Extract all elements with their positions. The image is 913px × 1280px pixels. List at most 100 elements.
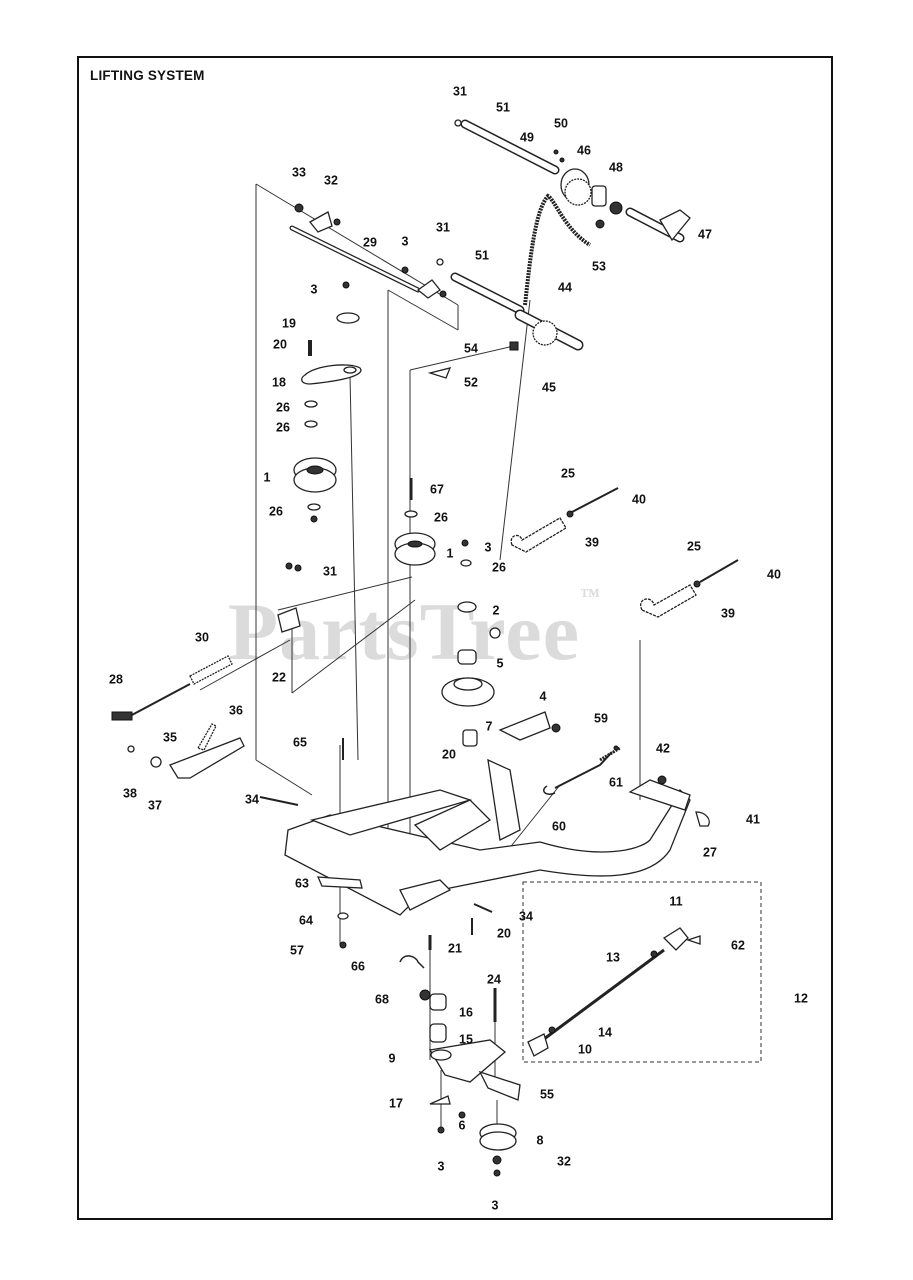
- callout-31: 31: [453, 84, 467, 98]
- callout-51: 51: [496, 100, 510, 114]
- callout-66: 66: [351, 959, 365, 973]
- callout-59: 59: [594, 711, 608, 725]
- left-lever-assembly: [111, 562, 302, 806]
- callout-34: 34: [519, 909, 533, 923]
- callout-20: 20: [273, 337, 287, 351]
- callout-39: 39: [721, 606, 735, 620]
- callout-5: 5: [497, 656, 504, 670]
- callout-4: 4: [540, 689, 547, 703]
- callout-33: 33: [292, 165, 306, 179]
- callout-52: 52: [464, 375, 478, 389]
- callout-26: 26: [434, 510, 448, 524]
- callout-21: 21: [448, 941, 462, 955]
- callout-45: 45: [542, 380, 556, 394]
- callout-62: 62: [731, 938, 745, 952]
- callout-9: 9: [389, 1051, 396, 1065]
- cable-assembly: [527, 927, 701, 1057]
- watermark: PartsTree™: [228, 585, 601, 679]
- callout-13: 13: [606, 950, 620, 964]
- callout-63: 63: [295, 876, 309, 890]
- callout-61: 61: [609, 775, 623, 789]
- callout-2: 2: [493, 603, 500, 617]
- callout-7: 7: [486, 719, 493, 733]
- callout-42: 42: [656, 741, 670, 755]
- callout-28: 28: [109, 672, 123, 686]
- callout-46: 46: [577, 143, 591, 157]
- guide-lines: [199, 183, 641, 1150]
- callout-49: 49: [520, 130, 534, 144]
- callout-54: 54: [464, 341, 478, 355]
- callout-67: 67: [430, 482, 444, 496]
- chain: [523, 193, 592, 306]
- callout-10: 10: [578, 1042, 592, 1056]
- callout-40: 40: [632, 492, 646, 506]
- callout-8: 8: [537, 1133, 544, 1147]
- callout-15: 15: [459, 1032, 473, 1046]
- callout-3: 3: [485, 540, 492, 554]
- callout-48: 48: [609, 160, 623, 174]
- lower-left-parts: [316, 738, 493, 1001]
- callout-30: 30: [195, 630, 209, 644]
- callout-68: 68: [375, 992, 389, 1006]
- callout-40: 40: [767, 567, 781, 581]
- callout-32: 32: [324, 173, 338, 187]
- callout-26: 26: [269, 504, 283, 518]
- callout-3: 3: [311, 282, 318, 296]
- callout-17: 17: [389, 1096, 403, 1110]
- callout-1: 1: [264, 470, 271, 484]
- callout-41: 41: [746, 812, 760, 826]
- callout-12: 12: [794, 991, 808, 1005]
- callout-47: 47: [698, 227, 712, 241]
- assembly-12-box: [522, 881, 762, 1063]
- callout-37: 37: [148, 798, 162, 812]
- callout-31: 31: [436, 220, 450, 234]
- callout-35: 35: [163, 730, 177, 744]
- callout-57: 57: [290, 943, 304, 957]
- callout-3: 3: [402, 234, 409, 248]
- callout-25: 25: [561, 466, 575, 480]
- callout-1: 1: [447, 546, 454, 560]
- callout-60: 60: [552, 819, 566, 833]
- callout-39: 39: [585, 535, 599, 549]
- callout-16: 16: [459, 1005, 473, 1019]
- callout-64: 64: [299, 913, 313, 927]
- callout-51: 51: [475, 248, 489, 262]
- springs: [510, 487, 739, 618]
- upper-shaft-assembly: [454, 119, 691, 243]
- callout-26: 26: [276, 400, 290, 414]
- callout-14: 14: [598, 1025, 612, 1039]
- callout-24: 24: [487, 972, 501, 986]
- callout-3: 3: [438, 1159, 445, 1173]
- callout-38: 38: [123, 786, 137, 800]
- callout-26: 26: [492, 560, 506, 574]
- callout-22: 22: [272, 670, 286, 684]
- callout-6: 6: [459, 1118, 466, 1132]
- callout-3: 3: [492, 1198, 499, 1212]
- lift-rod: [289, 203, 447, 299]
- center-pulley-assembly: [394, 478, 495, 747]
- callout-34: 34: [245, 792, 259, 806]
- callout-55: 55: [540, 1087, 554, 1101]
- diagram-title: LIFTING SYSTEM: [90, 68, 205, 83]
- callout-50: 50: [554, 116, 568, 130]
- callout-65: 65: [293, 735, 307, 749]
- callout-27: 27: [703, 845, 717, 859]
- lift-frame: [284, 627, 710, 916]
- callout-31: 31: [323, 564, 337, 578]
- callout-25: 25: [687, 539, 701, 553]
- diagram-frame: [77, 56, 833, 1220]
- callout-26: 26: [276, 420, 290, 434]
- callout-36: 36: [229, 703, 243, 717]
- callout-32: 32: [557, 1154, 571, 1168]
- callout-20: 20: [442, 747, 456, 761]
- watermark-mark: ™: [580, 585, 602, 607]
- bottom-idler-assembly: [428, 988, 521, 1177]
- callout-29: 29: [363, 235, 377, 249]
- watermark-text: PartsTree: [228, 586, 581, 677]
- callout-19: 19: [282, 316, 296, 330]
- callout-53: 53: [592, 259, 606, 273]
- callout-20: 20: [497, 926, 511, 940]
- rod-assembly: [543, 745, 621, 795]
